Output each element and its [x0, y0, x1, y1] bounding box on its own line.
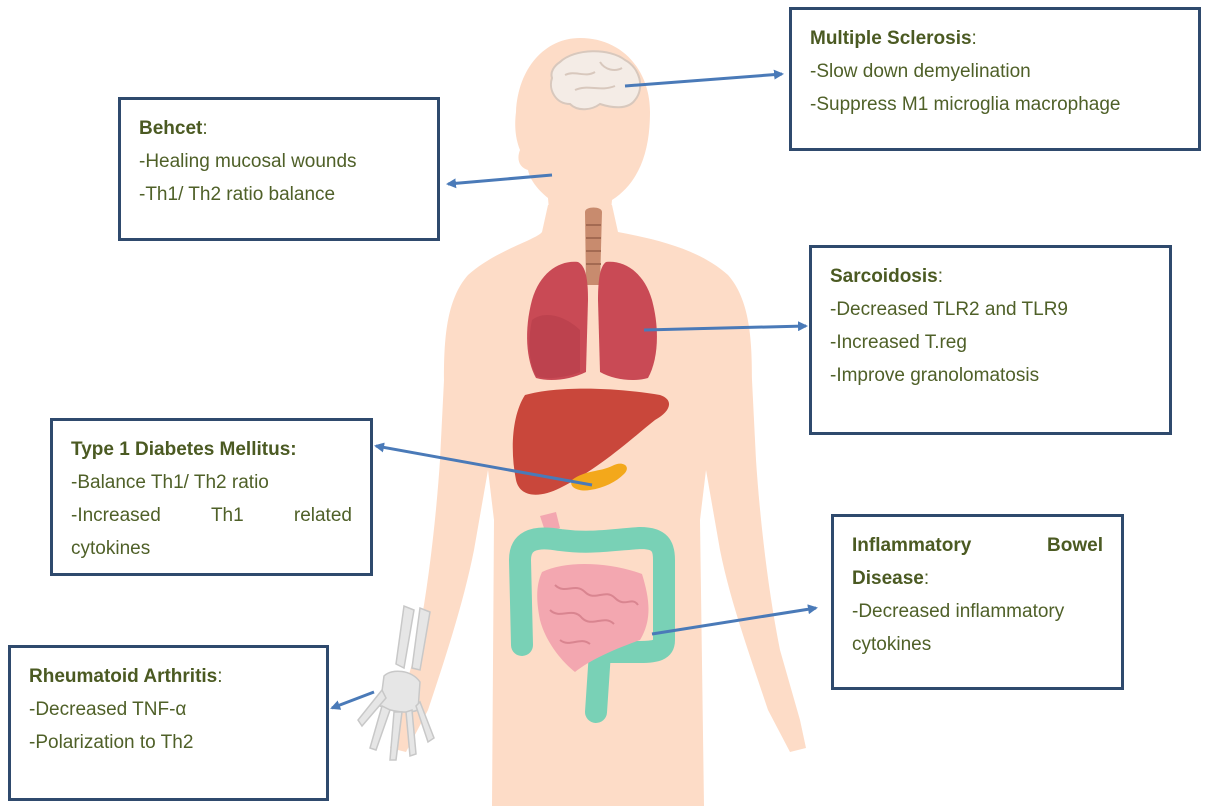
- arrow-sarcoidosis: [643, 321, 808, 332]
- callout-title: Disease: [852, 568, 924, 589]
- callout-title-line: Sarcoidosis:: [830, 260, 1151, 293]
- large-intestine: [509, 527, 675, 723]
- arrow-ibd: [651, 604, 818, 636]
- callout-multiple-sclerosis: Multiple Sclerosis: -Slow down demyelina…: [789, 7, 1201, 151]
- callout-line: -Balance Th1/ Th2 ratio: [71, 472, 269, 493]
- callout-word: related: [293, 505, 352, 526]
- callout-title-line: Multiple Sclerosis:: [810, 22, 1180, 55]
- callout-title-colon: :: [217, 666, 223, 687]
- callout-line: -Decreased TNF-α: [29, 699, 187, 720]
- liver: [512, 388, 670, 495]
- callout-line: -Slow down demyelination: [810, 61, 1031, 82]
- callout-title-line: Behcet:: [139, 112, 419, 145]
- callout-title-line: Disease:: [852, 562, 1103, 595]
- callout-line: -Decreased TLR2 and TLR9: [830, 299, 1068, 320]
- callout-line: -Healing mucosal wounds: [139, 151, 357, 172]
- callout-line: -Th1/ Th2 ratio balance: [139, 184, 336, 205]
- small-intestine-folds: [549, 584, 639, 645]
- callout-title-colon: :: [937, 266, 943, 287]
- finger-bones: [357, 688, 435, 761]
- callout-title-word: Bowel: [1047, 535, 1103, 556]
- callout-title-colon: :: [202, 118, 208, 139]
- callout-ra: Rheumatoid Arthritis: -Decreased TNF-α -…: [8, 645, 329, 801]
- callout-title: Type 1 Diabetes Mellitus:: [71, 439, 297, 460]
- callout-t1dm: Type 1 Diabetes Mellitus: -Balance Th1/ …: [50, 418, 373, 576]
- arrow-multiple-sclerosis: [624, 69, 784, 88]
- lung-shading: [529, 315, 580, 379]
- callout-line: -Increased T.reg: [830, 332, 967, 353]
- forearm-bones: [395, 604, 431, 671]
- callout-title-colon: :: [971, 28, 977, 49]
- trachea-rings: [586, 224, 601, 265]
- callout-title: Behcet: [139, 118, 203, 139]
- callout-line: cytokines: [852, 634, 932, 655]
- arrow-t1dm: [374, 442, 593, 487]
- trachea-shape: [585, 207, 602, 285]
- arrow-behcet: [446, 173, 553, 189]
- brain: [550, 50, 642, 111]
- torso-shape: [390, 205, 806, 806]
- callout-line: cytokines: [71, 538, 151, 559]
- callout-line: -Improve granolomatosis: [830, 365, 1040, 386]
- callout-word: Th1: [210, 505, 244, 526]
- callout-title-line: Rheumatoid Arthritis:: [29, 660, 308, 693]
- callout-word: -Increased: [71, 505, 161, 526]
- small-intestine: [537, 563, 649, 672]
- callout-title-line: Inflammatory Bowel: [852, 529, 1103, 562]
- brain-shape: [550, 50, 642, 111]
- callout-behcet: Behcet: -Healing mucosal wounds -Th1/ Th…: [118, 97, 440, 241]
- callout-line: -Suppress M1 microglia macrophage: [810, 94, 1121, 115]
- palm-bones: [379, 670, 421, 713]
- callout-title: Sarcoidosis: [830, 266, 938, 287]
- arrows: [330, 69, 818, 710]
- callout-line: -Polarization to Th2: [29, 732, 194, 753]
- callout-ibd: Inflammatory Bowel Disease: -Decreased i…: [831, 514, 1124, 690]
- arrow-ra: [330, 690, 375, 710]
- callout-title-word: Inflammatory: [852, 535, 972, 556]
- callout-title: Rheumatoid Arthritis: [29, 666, 218, 687]
- brain-folds: [564, 61, 623, 91]
- hand-skeleton: [357, 604, 435, 761]
- callout-justified-line: -Increased Th1 related: [71, 499, 352, 532]
- callout-line: -Decreased inflammatory: [852, 601, 1065, 622]
- trachea: [585, 207, 602, 285]
- callout-title: Multiple Sclerosis: [810, 28, 972, 49]
- callout-title-colon: :: [923, 568, 930, 589]
- left-lung: [598, 261, 657, 380]
- callout-sarcoidosis: Sarcoidosis: -Decreased TLR2 and TLR9 -I…: [809, 245, 1172, 435]
